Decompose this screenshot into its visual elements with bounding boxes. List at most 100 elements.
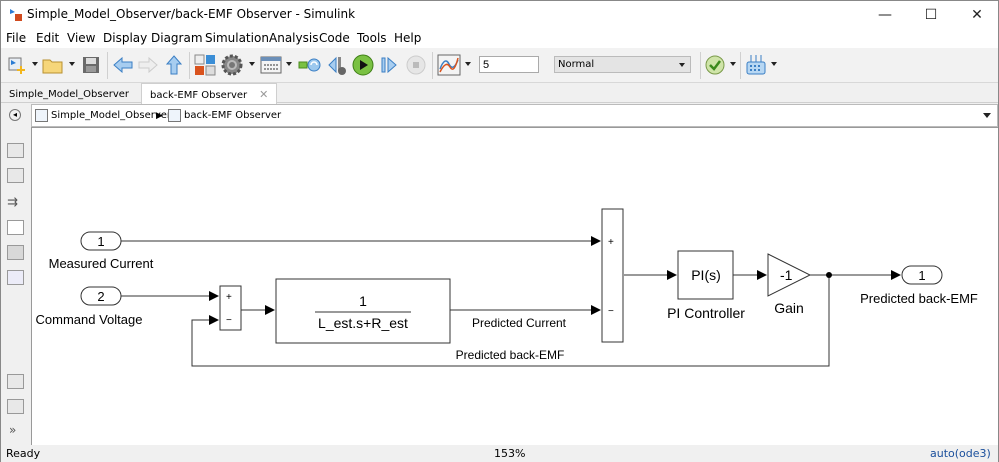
annotation-icon[interactable] (7, 220, 24, 235)
maximize-button[interactable]: ☐ (908, 1, 954, 29)
model-browser-icon[interactable] (7, 399, 24, 414)
model-advisor-button[interactable] (704, 54, 726, 76)
open-button[interactable] (41, 54, 65, 76)
step-forward-button[interactable] (378, 54, 400, 76)
scope-icon (437, 54, 461, 76)
area-icon[interactable] (7, 270, 24, 285)
menu-display[interactable]: Display (103, 31, 148, 45)
build-button[interactable] (744, 54, 768, 76)
branch-point (826, 272, 832, 278)
minimize-button[interactable]: — (862, 1, 908, 29)
sum2-minus: − (608, 306, 614, 317)
update-diagram-icon (298, 58, 321, 72)
tab-back-emf-observer[interactable]: back-EMF Observer ✕ (141, 83, 278, 104)
model-icon (35, 109, 48, 122)
expand-more-icon[interactable]: » (9, 423, 17, 437)
fit-to-view-icon[interactable] (7, 168, 24, 183)
new-model-dropdown[interactable] (32, 62, 38, 66)
inport-1-number: 1 (97, 234, 104, 249)
close-tab-icon[interactable]: ✕ (259, 88, 269, 101)
close-button[interactable]: ✕ (954, 1, 999, 29)
run-play-icon (352, 54, 374, 76)
model-explorer-button[interactable] (259, 54, 283, 76)
chevron-down-icon (679, 63, 685, 67)
outport-1-label: Predicted back-EMF (860, 291, 978, 306)
breadcrumb-separator-icon: ▶ (156, 111, 163, 121)
gain-value: -1 (780, 267, 793, 283)
pi-controller-block (677, 250, 734, 300)
open-folder-icon (42, 59, 63, 74)
route-lines-icon[interactable]: ⇉ (7, 195, 18, 210)
inport-2-block (80, 286, 122, 306)
menu-edit[interactable]: Edit (36, 31, 60, 45)
build-icon (746, 55, 766, 75)
stop-time-input[interactable] (479, 56, 539, 73)
image-icon[interactable] (7, 245, 24, 260)
block-diagram: 1 Measured Current 2 Command Voltage + −… (36, 208, 978, 367)
menu-tools[interactable]: Tools (357, 31, 387, 45)
up-button[interactable] (163, 54, 185, 76)
new-model-button[interactable] (6, 54, 28, 76)
close-icon: ✕ (971, 7, 983, 23)
toolbar (1, 48, 998, 83)
menu-simulation[interactable]: Simulation (205, 31, 269, 45)
hide-explorer-icon[interactable]: ◂ (9, 109, 21, 121)
open-dropdown[interactable] (69, 62, 75, 66)
up-arrow-icon (166, 55, 182, 75)
predicted-current-label: Predicted Current (472, 316, 567, 330)
simulink-app-icon (10, 9, 22, 21)
screenshot-icon[interactable] (7, 374, 24, 389)
gain-block (767, 253, 812, 297)
tf-numerator: 1 (359, 293, 367, 309)
simulation-mode-value: Normal (558, 59, 595, 70)
library-browser-button[interactable] (193, 54, 217, 76)
pi-block-text: PI(s) (691, 267, 721, 283)
menu-file[interactable]: File (6, 31, 27, 45)
forward-arrow-icon (138, 57, 158, 73)
build-dropdown[interactable] (771, 62, 777, 66)
zoom-icon[interactable] (7, 143, 24, 158)
back-button[interactable] (112, 54, 134, 76)
menu-help[interactable]: Help (394, 31, 422, 45)
stop-button[interactable] (404, 54, 428, 76)
sum1-block (219, 285, 242, 331)
transfer-fcn-block (275, 278, 451, 344)
tab-label: back-EMF Observer (150, 90, 248, 101)
menu-code[interactable]: Code (319, 31, 350, 45)
update-diagram-button[interactable] (297, 54, 323, 76)
model-advisor-dropdown[interactable] (730, 62, 736, 66)
diagram-canvas[interactable]: 1 Measured Current 2 Command Voltage + −… (31, 127, 998, 445)
minimize-icon: — (878, 7, 892, 23)
model-tabs: Simple_Model_Observer✕ back-EMF Observer… (1, 83, 998, 104)
pi-controller-label: PI Controller (667, 305, 745, 321)
scope-button[interactable] (436, 54, 462, 76)
solver-link[interactable]: auto(ode3) (930, 447, 991, 460)
save-button[interactable] (80, 54, 102, 76)
forward-button[interactable] (137, 54, 159, 76)
save-icon (83, 57, 99, 73)
step-forward-icon (381, 56, 397, 74)
gain-label: Gain (774, 300, 804, 316)
menu-view[interactable]: View (67, 31, 96, 45)
status-bar: Ready 153% auto(ode3) (1, 445, 998, 462)
breadcrumb-dropdown-icon[interactable] (983, 113, 991, 118)
menu-diagram[interactable]: Diagram (151, 31, 203, 45)
sum2-block (601, 208, 624, 343)
back-arrow-icon (113, 57, 133, 73)
title-bar: Simple_Model_Observer/back-EMF Observer … (1, 1, 998, 29)
subsystem-icon (168, 109, 181, 122)
run-button[interactable] (351, 54, 375, 76)
scope-dropdown[interactable] (465, 62, 471, 66)
settings-dropdown[interactable] (249, 62, 255, 66)
model-settings-button[interactable] (220, 54, 244, 76)
step-back-button[interactable] (326, 54, 350, 76)
simulation-mode-select[interactable]: Normal (554, 56, 691, 73)
breadcrumb-subsystem[interactable]: back-EMF Observer (184, 110, 282, 121)
inport-1-block (80, 231, 122, 251)
new-model-icon (8, 57, 25, 74)
stop-icon (406, 55, 426, 75)
model-explorer-dropdown[interactable] (286, 62, 292, 66)
menu-analysis[interactable]: Analysis (269, 31, 319, 45)
tab-simple-model-observer[interactable]: Simple_Model_Observer✕ (1, 83, 158, 103)
breadcrumb-model[interactable]: Simple_Model_Observer (51, 110, 172, 121)
